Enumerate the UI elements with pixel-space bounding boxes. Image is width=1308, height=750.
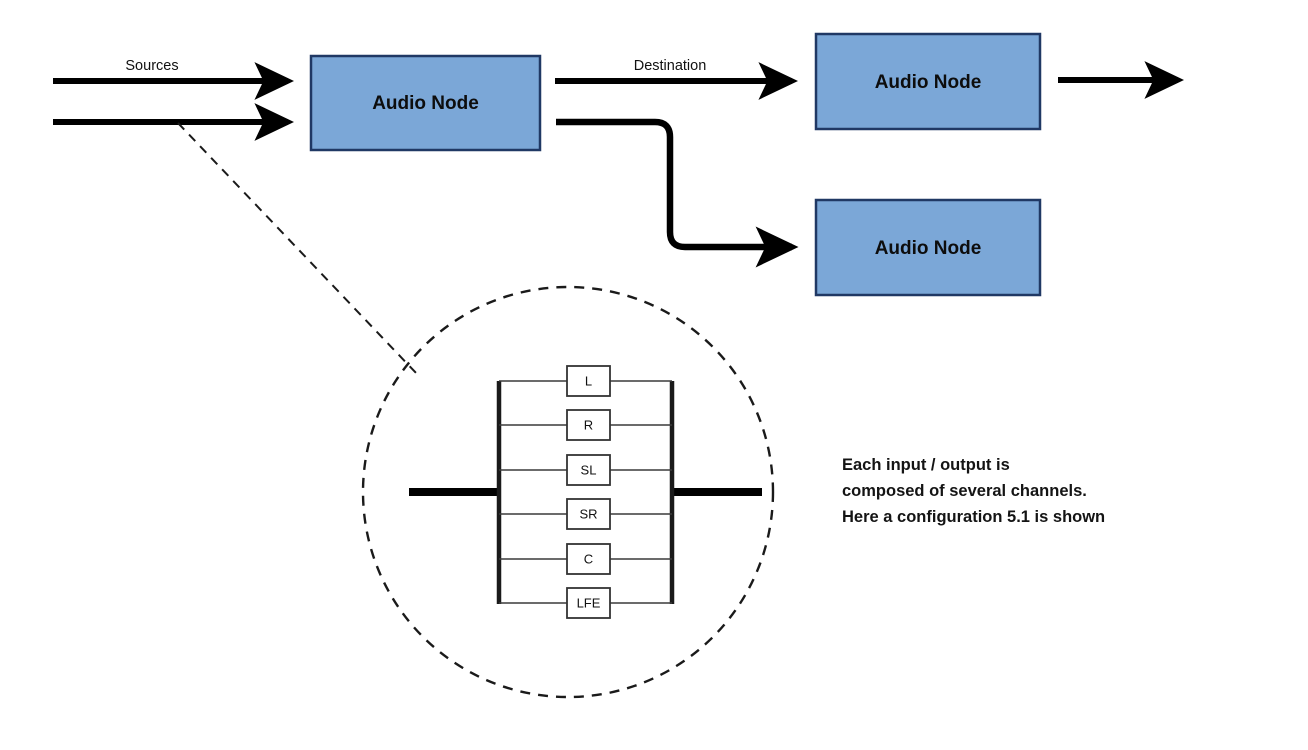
caption-line-1: Each input / output is xyxy=(842,456,1010,474)
channel-box-SL-rect[interactable] xyxy=(566,454,611,486)
audio-node-1-label: Audio Node xyxy=(372,93,479,114)
channel-box-SR[interactable]: SR xyxy=(566,498,611,530)
channel-box-SL-label: SL xyxy=(581,462,597,477)
magnifier-circle xyxy=(361,285,775,699)
source-arrows-group: Sources xyxy=(53,58,295,141)
channel-box-C[interactable]: C xyxy=(566,543,611,575)
audio-node-2-box[interactable] xyxy=(814,32,1042,131)
channel-box-L-label: L xyxy=(585,373,592,388)
channel-box-R-rect[interactable] xyxy=(566,409,611,441)
audio-node-1-box[interactable] xyxy=(309,54,542,152)
channel-box-SL[interactable]: SL xyxy=(566,454,611,486)
audio-node-2[interactable]: Audio Node xyxy=(814,32,1042,131)
channel-box-R[interactable]: R xyxy=(566,409,611,441)
channel-boxes-group: L R SL SR C LFE xyxy=(566,365,611,619)
audio-node-1[interactable]: Audio Node xyxy=(309,54,542,152)
caption-group: Each input / output is composed of sever… xyxy=(842,456,1105,526)
audio-node-3-label: Audio Node xyxy=(875,238,982,259)
callout-leader-line xyxy=(177,122,418,375)
channel-box-LFE[interactable]: LFE xyxy=(566,587,611,619)
channel-wires-group xyxy=(499,380,672,604)
channel-box-L-rect[interactable] xyxy=(566,365,611,397)
channel-box-L[interactable]: L xyxy=(566,365,611,397)
elbow-connector-group xyxy=(556,118,799,268)
channel-box-R-label: R xyxy=(584,417,593,432)
destination-arrow-group: Destination xyxy=(555,58,799,100)
caption-line-3: Here a configuration 5.1 is shown xyxy=(842,508,1105,526)
channel-box-SR-rect[interactable] xyxy=(566,498,611,530)
audio-node-2-label: Audio Node xyxy=(875,72,982,93)
caption-line-2: composed of several channels. xyxy=(842,482,1087,500)
channel-box-LFE-label: LFE xyxy=(577,595,601,610)
channel-box-SR-label: SR xyxy=(579,506,597,521)
audio-node-3-box[interactable] xyxy=(814,198,1042,297)
sources-label: Sources xyxy=(125,58,178,74)
channel-box-C-label: C xyxy=(584,551,593,566)
channel-box-C-rect[interactable] xyxy=(566,543,611,575)
audio-node-3[interactable]: Audio Node xyxy=(814,198,1042,297)
channel-box-LFE-rect[interactable] xyxy=(566,587,611,619)
elbow-connector xyxy=(556,118,799,268)
destination-label: Destination xyxy=(634,58,707,74)
